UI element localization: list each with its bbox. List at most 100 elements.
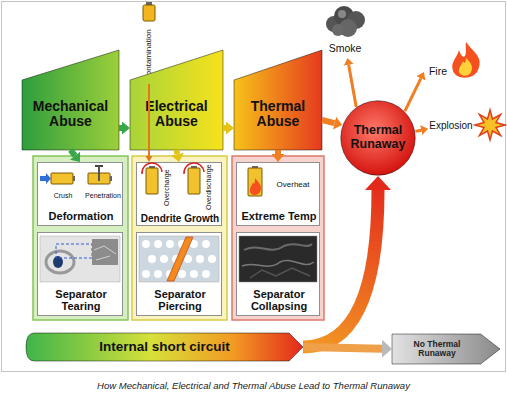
battery-cap [73, 176, 75, 181]
battery-body [143, 5, 155, 21]
failure-title: Separator Tearing [38, 284, 124, 316]
crush-arrow [40, 173, 51, 184]
failure-title: Separator Collapsing [237, 284, 321, 316]
battery-body [188, 168, 200, 194]
cell-ring [46, 251, 74, 273]
pore [190, 240, 198, 248]
crush-icon [40, 173, 75, 184]
runaway-title: Thermal Runaway [340, 100, 416, 176]
piercing-image [139, 236, 219, 282]
abuse-shape: Thermal Abuse [234, 50, 322, 150]
battery-cap [149, 166, 155, 168]
pore [208, 255, 216, 263]
effect-label: Fire [424, 64, 452, 80]
mechanism-box: Overcharge OverdischargeDendrite Growth [136, 162, 222, 226]
micrograph [92, 239, 118, 265]
mechanism-title: Dendrite Growth [137, 210, 223, 226]
pore [178, 270, 186, 278]
overheat-icon [248, 166, 262, 196]
burnt-layer [244, 244, 312, 250]
shape-fill [392, 334, 500, 364]
mechanism-box: OverheatExtreme Temp [236, 162, 320, 226]
flow-arrow [303, 347, 382, 349]
battery-body [88, 173, 110, 184]
icon-label: Overdischarge [203, 164, 215, 211]
micrograph-detail [94, 246, 116, 260]
outcome-title: No Thermal Runaway [396, 334, 478, 364]
flow-arrow [303, 190, 378, 347]
shape-fill [130, 50, 223, 150]
failure-title: Separator Piercing [137, 284, 223, 316]
pore [166, 240, 174, 248]
pore [166, 270, 174, 278]
icon-label: Overcharge [161, 164, 173, 211]
photo-frame [239, 236, 317, 282]
battery-cap [110, 176, 112, 181]
abuse-title: Thermal Abuse [234, 86, 322, 142]
mechanism-title: Deformation [38, 207, 124, 225]
shape-fill [22, 50, 119, 150]
pore [196, 255, 204, 263]
explosion-star [475, 110, 505, 140]
nail-shaft [98, 166, 100, 181]
separator-pores [142, 240, 216, 278]
pore [172, 255, 180, 263]
icon-label: Overheat [267, 179, 319, 191]
mechanical-panel [33, 156, 128, 320]
overdischarge-icon [184, 163, 204, 194]
pore [190, 270, 198, 278]
contamination-battery [143, 2, 155, 21]
cloud-puff [347, 11, 365, 29]
battery-cap [252, 166, 258, 168]
flow-arrow [174, 150, 181, 154]
shape-fill [234, 50, 322, 150]
abuse-title: Electrical Abuse [130, 86, 223, 142]
icon-label: Penetration [82, 191, 124, 201]
effect-label: Explosion [428, 116, 474, 134]
nail-head [95, 165, 103, 167]
cloud-puff [332, 24, 344, 36]
tearing-image [40, 236, 120, 282]
effect-icon: Explosion [428, 110, 506, 144]
pore [148, 255, 156, 263]
abuse-shape: Electrical Abuse [130, 50, 223, 150]
cloud-puff [339, 19, 357, 37]
failure-box: Separator Collapsing [236, 232, 320, 316]
flame-inner [459, 58, 472, 76]
flow-arrow [349, 65, 357, 107]
cloud-puff [334, 6, 354, 26]
mechanism-title: Extreme Temp [237, 208, 321, 225]
flow-arrow [71, 150, 76, 156]
shape-fill [26, 333, 303, 361]
discharge-arc [184, 163, 204, 174]
collapsing-image [239, 236, 317, 282]
penetration-icon [88, 165, 112, 184]
figure-caption: How Mechanical, Electrical and Thermal A… [0, 378, 507, 394]
process-title: Internal short circuit [26, 333, 303, 361]
flow-arrow [148, 84, 150, 156]
outcome-arrow: No Thermal Runaway [392, 334, 500, 364]
shape-fill [341, 101, 415, 175]
runaway-circle: Thermal Runaway [340, 100, 416, 176]
electrical-panel [132, 156, 227, 320]
mechanism-box: CrushPenetrationDeformation [37, 162, 123, 226]
abuse-title: Mechanical Abuse [22, 86, 119, 142]
process-arrow: Internal short circuit [26, 333, 303, 361]
overcharge-icon [142, 163, 162, 194]
flow-arrow [322, 120, 335, 123]
battery-cap [191, 166, 197, 168]
tear-spot [53, 256, 63, 268]
effect-icon: Fire [424, 42, 494, 82]
fire-flame [452, 42, 479, 78]
flame-outer [452, 42, 479, 78]
battery-body [146, 168, 158, 194]
thermal-panel [232, 156, 324, 320]
effect-label: Smoke [320, 41, 370, 56]
burnt-layer [250, 268, 310, 278]
dendrite-spike [167, 237, 193, 281]
photo-frame [40, 236, 120, 282]
photo-frame [139, 236, 219, 282]
cloud-puff [326, 16, 342, 32]
charge-arc [142, 163, 162, 174]
